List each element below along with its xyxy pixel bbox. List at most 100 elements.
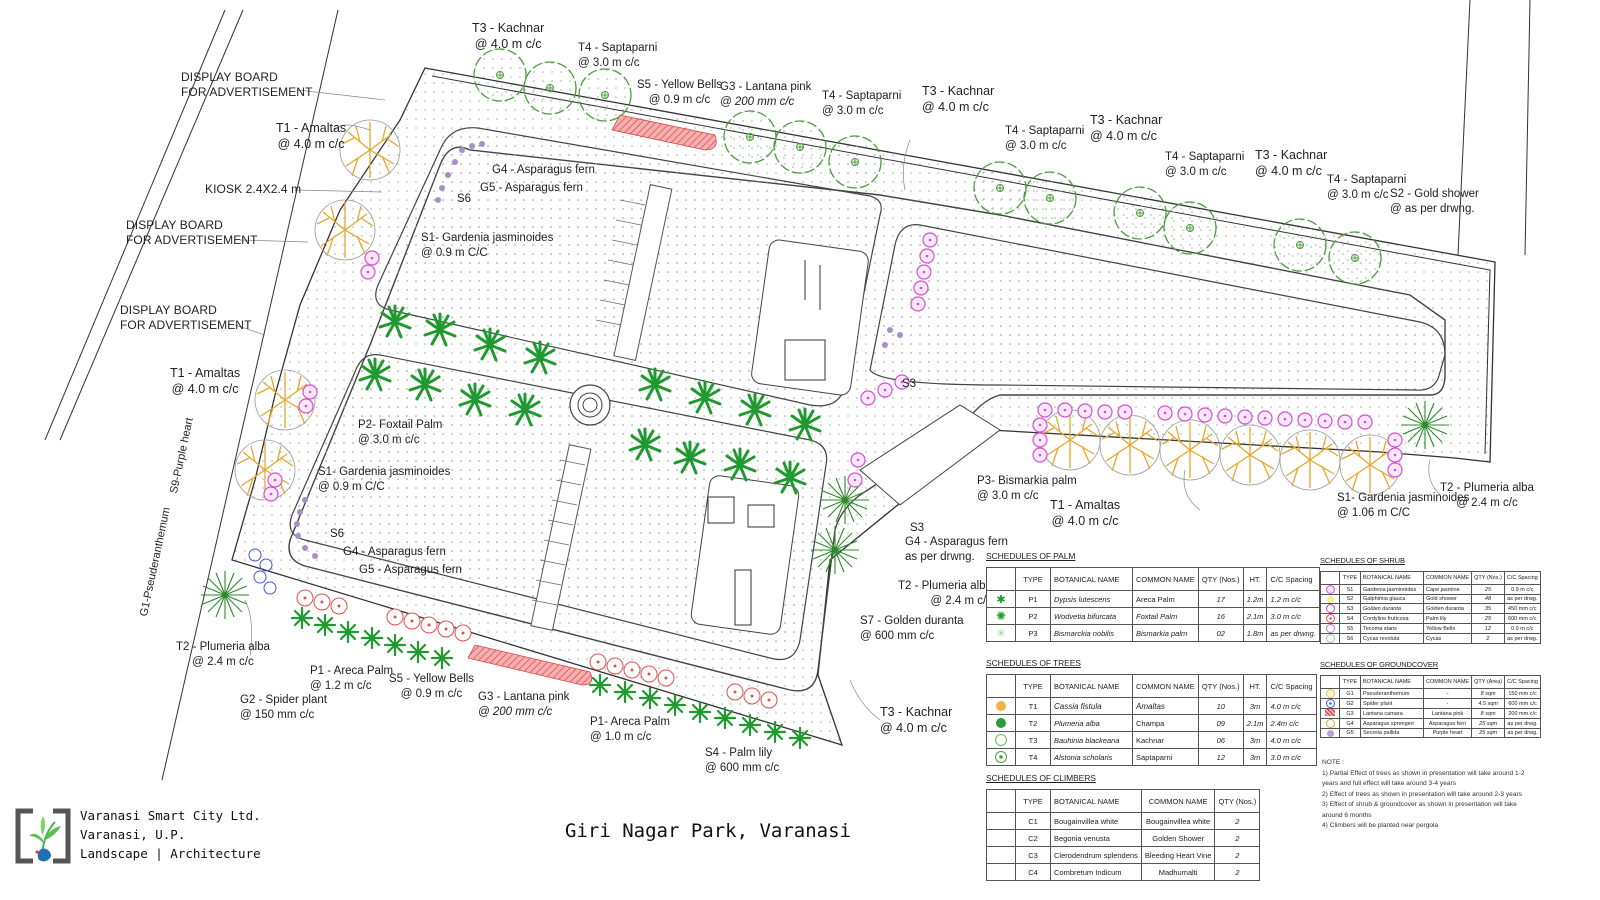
label-line: @ 3.0 m c/c <box>1165 166 1227 178</box>
table-header-row: TYPE BOTANICAL NAME COMMON NAME QTY (Nos… <box>986 674 1317 698</box>
table-header-row: TYPE BOTANICAL NAME COMMON NAME QTY (Nos… <box>986 567 1320 591</box>
cell: Bismarckia nobilis <box>1050 624 1133 642</box>
notes-heading: NOTE : <box>1322 759 1344 766</box>
t3-kachnar-label-1: T3 - Kachnar@ 4.0 m c/c <box>472 20 544 52</box>
label-line: T4 - Saptaparni <box>822 90 902 102</box>
cell: Cycas <box>1422 633 1473 644</box>
cell: 2 <box>1214 863 1261 881</box>
cell: 3m <box>1242 731 1268 749</box>
label-line: DISPLAY BOARD <box>120 303 217 317</box>
label-line: G2 - Spider plant <box>240 694 327 706</box>
t3-kachnar-label-4: T3 - Kachnar@ 4.0 m c/c <box>1255 147 1327 179</box>
label-line: @ 4.0 m c/c <box>277 137 345 151</box>
col-common: COMMON NAME <box>1132 567 1199 591</box>
areca-palm-icon: ✱ <box>986 590 1016 608</box>
cell: - <box>1422 698 1473 709</box>
trees-schedule-table: TYPE BOTANICAL NAME COMMON NAME QTY (Nos… <box>986 674 1317 766</box>
groundcover-schedule-title: SCHEDULES OF GROUNDCOVER <box>1320 660 1439 669</box>
t1-amaltas-label-left: T1 - Amaltas@ 4.0 m c/c <box>170 365 240 397</box>
cell: Begonia venusta <box>1050 829 1142 847</box>
kiosk-label: KIOSK 2.4X2.4 m <box>205 182 302 196</box>
t4-saptaparni-label-3: T4 - Saptaparni@ 3.0 m c/c <box>1005 124 1084 154</box>
label-line: @ 2.4 m c/c <box>1456 497 1518 509</box>
p3-bismarkia-label: P3- Bismarkia palm@ 3.0 m c/c <box>977 474 1077 504</box>
cell: C2 <box>1015 829 1051 847</box>
col-common: COMMON NAME <box>1132 674 1199 698</box>
cell: 25 sqm <box>1471 728 1506 738</box>
t1-amaltas-label-right: T1 - Amaltas@ 4.0 m c/c <box>1050 497 1120 529</box>
t4-saptaparni-label-5: T4 - Saptaparni@ 3.0 m c/c <box>1327 173 1406 203</box>
g5-asparagus-label-top: G5 - Asparagus fern <box>480 182 583 194</box>
s4-palm-lily-label: S4 - Palm lily@ 600 mm c/c <box>705 746 779 776</box>
drawing-title: Giri Nagar Park, Varanasi <box>565 820 851 842</box>
label-line: P1 - Areca Palm <box>310 665 394 677</box>
cell: Saptaparni <box>1132 748 1199 766</box>
label-line: T3 - Kachnar <box>1090 113 1163 127</box>
label-line: @ 4.0 m c/c <box>922 100 989 114</box>
col-type: TYPE <box>1339 675 1361 689</box>
g4-asparagus-label-left: G4 - Asparagus fern <box>343 546 446 558</box>
label-line: FOR ADVERTISEMENT <box>126 233 258 247</box>
cell: C4 <box>1015 863 1051 881</box>
cell: 06 <box>1197 731 1244 749</box>
col-type: TYPE <box>1015 567 1051 591</box>
s2-gold-shower-label: S2 - Gold shower@ as per drwng. <box>1390 187 1479 217</box>
label-line: @ 4.0 m c/c <box>1090 129 1157 143</box>
label-line: T1 - Amaltas <box>170 366 241 380</box>
note-item: 4) Climbers will be planted near pergola <box>1322 822 1439 829</box>
cell: Asparagus sprengeri <box>1360 718 1424 729</box>
cell: 25 sqm <box>1471 718 1506 729</box>
label-line: T2 - Plumeria alba <box>898 580 992 592</box>
label-line: @ 4.0 m c/c <box>474 37 542 51</box>
cell: 600 mm c/c <box>1503 613 1541 624</box>
label-line: P3- Bismarkia palm <box>977 475 1077 487</box>
col-common: COMMON NAME <box>1422 571 1473 585</box>
cell: 2.1m <box>1242 714 1268 732</box>
note-item: 1) Partial Effect of trees as shown in p… <box>1322 769 1525 788</box>
cell: as per drwg. <box>1503 594 1541 604</box>
cell: Amaltas <box>1132 697 1199 715</box>
cell: 16 <box>1197 607 1244 625</box>
cell: 200 mm c/c <box>1504 708 1541 719</box>
col-icon <box>986 789 1016 813</box>
cell: Lantana camara <box>1360 708 1424 719</box>
col-icon <box>1320 675 1340 689</box>
label-line: T3 - Kachnar <box>1255 148 1328 162</box>
col-cc: C/C Spacing <box>1266 567 1320 591</box>
org-name: Varanasi Smart City Ltd. <box>80 808 261 823</box>
cell: 09 <box>1197 714 1244 732</box>
cell: Plumeria alba <box>1050 714 1133 732</box>
s1-gardenia-label-right: S1- Gardenia jasminoides@ 1.06 m C/C <box>1337 491 1469 521</box>
cell: as per drwg. <box>1504 728 1541 738</box>
label-line: T1 - Amaltas <box>1050 498 1121 512</box>
label-line: S4 - Palm lily <box>705 747 773 759</box>
label-line: @ as per drwng. <box>1390 203 1475 215</box>
label-line: @ 0.9 m c/c <box>648 94 711 106</box>
cell: as per drwg. <box>1504 718 1541 729</box>
cell: Galphimia glauca <box>1360 594 1424 604</box>
spider-plant-icon <box>1320 698 1340 709</box>
cell: 17 <box>1197 590 1244 608</box>
palm-schedule-title: SCHEDULES OF PALM <box>986 551 1076 561</box>
col-botanical: BOTANICAL NAME <box>1360 571 1424 585</box>
cell: Clerodendrum splendens <box>1050 846 1142 864</box>
label-line: T4 - Saptaparni <box>1005 125 1085 137</box>
col-type: TYPE <box>1015 674 1051 698</box>
cell: Areca Palm <box>1132 590 1199 608</box>
label-line: FOR ADVERTISEMENT <box>181 85 313 99</box>
palm-schedule-table: TYPE BOTANICAL NAME COMMON NAME QTY (Nos… <box>986 567 1320 642</box>
t2-plumeria-label-mid: T2 - Plumeria alba@ 2.4 m c/c <box>898 579 992 609</box>
climbers-schedule: SCHEDULES OF CLIMBERS TYPE BOTANICAL NAM… <box>986 773 1261 881</box>
label-line: G3 - Lantana pink <box>720 81 812 93</box>
cell: 4.0 m c/c <box>1266 697 1317 715</box>
